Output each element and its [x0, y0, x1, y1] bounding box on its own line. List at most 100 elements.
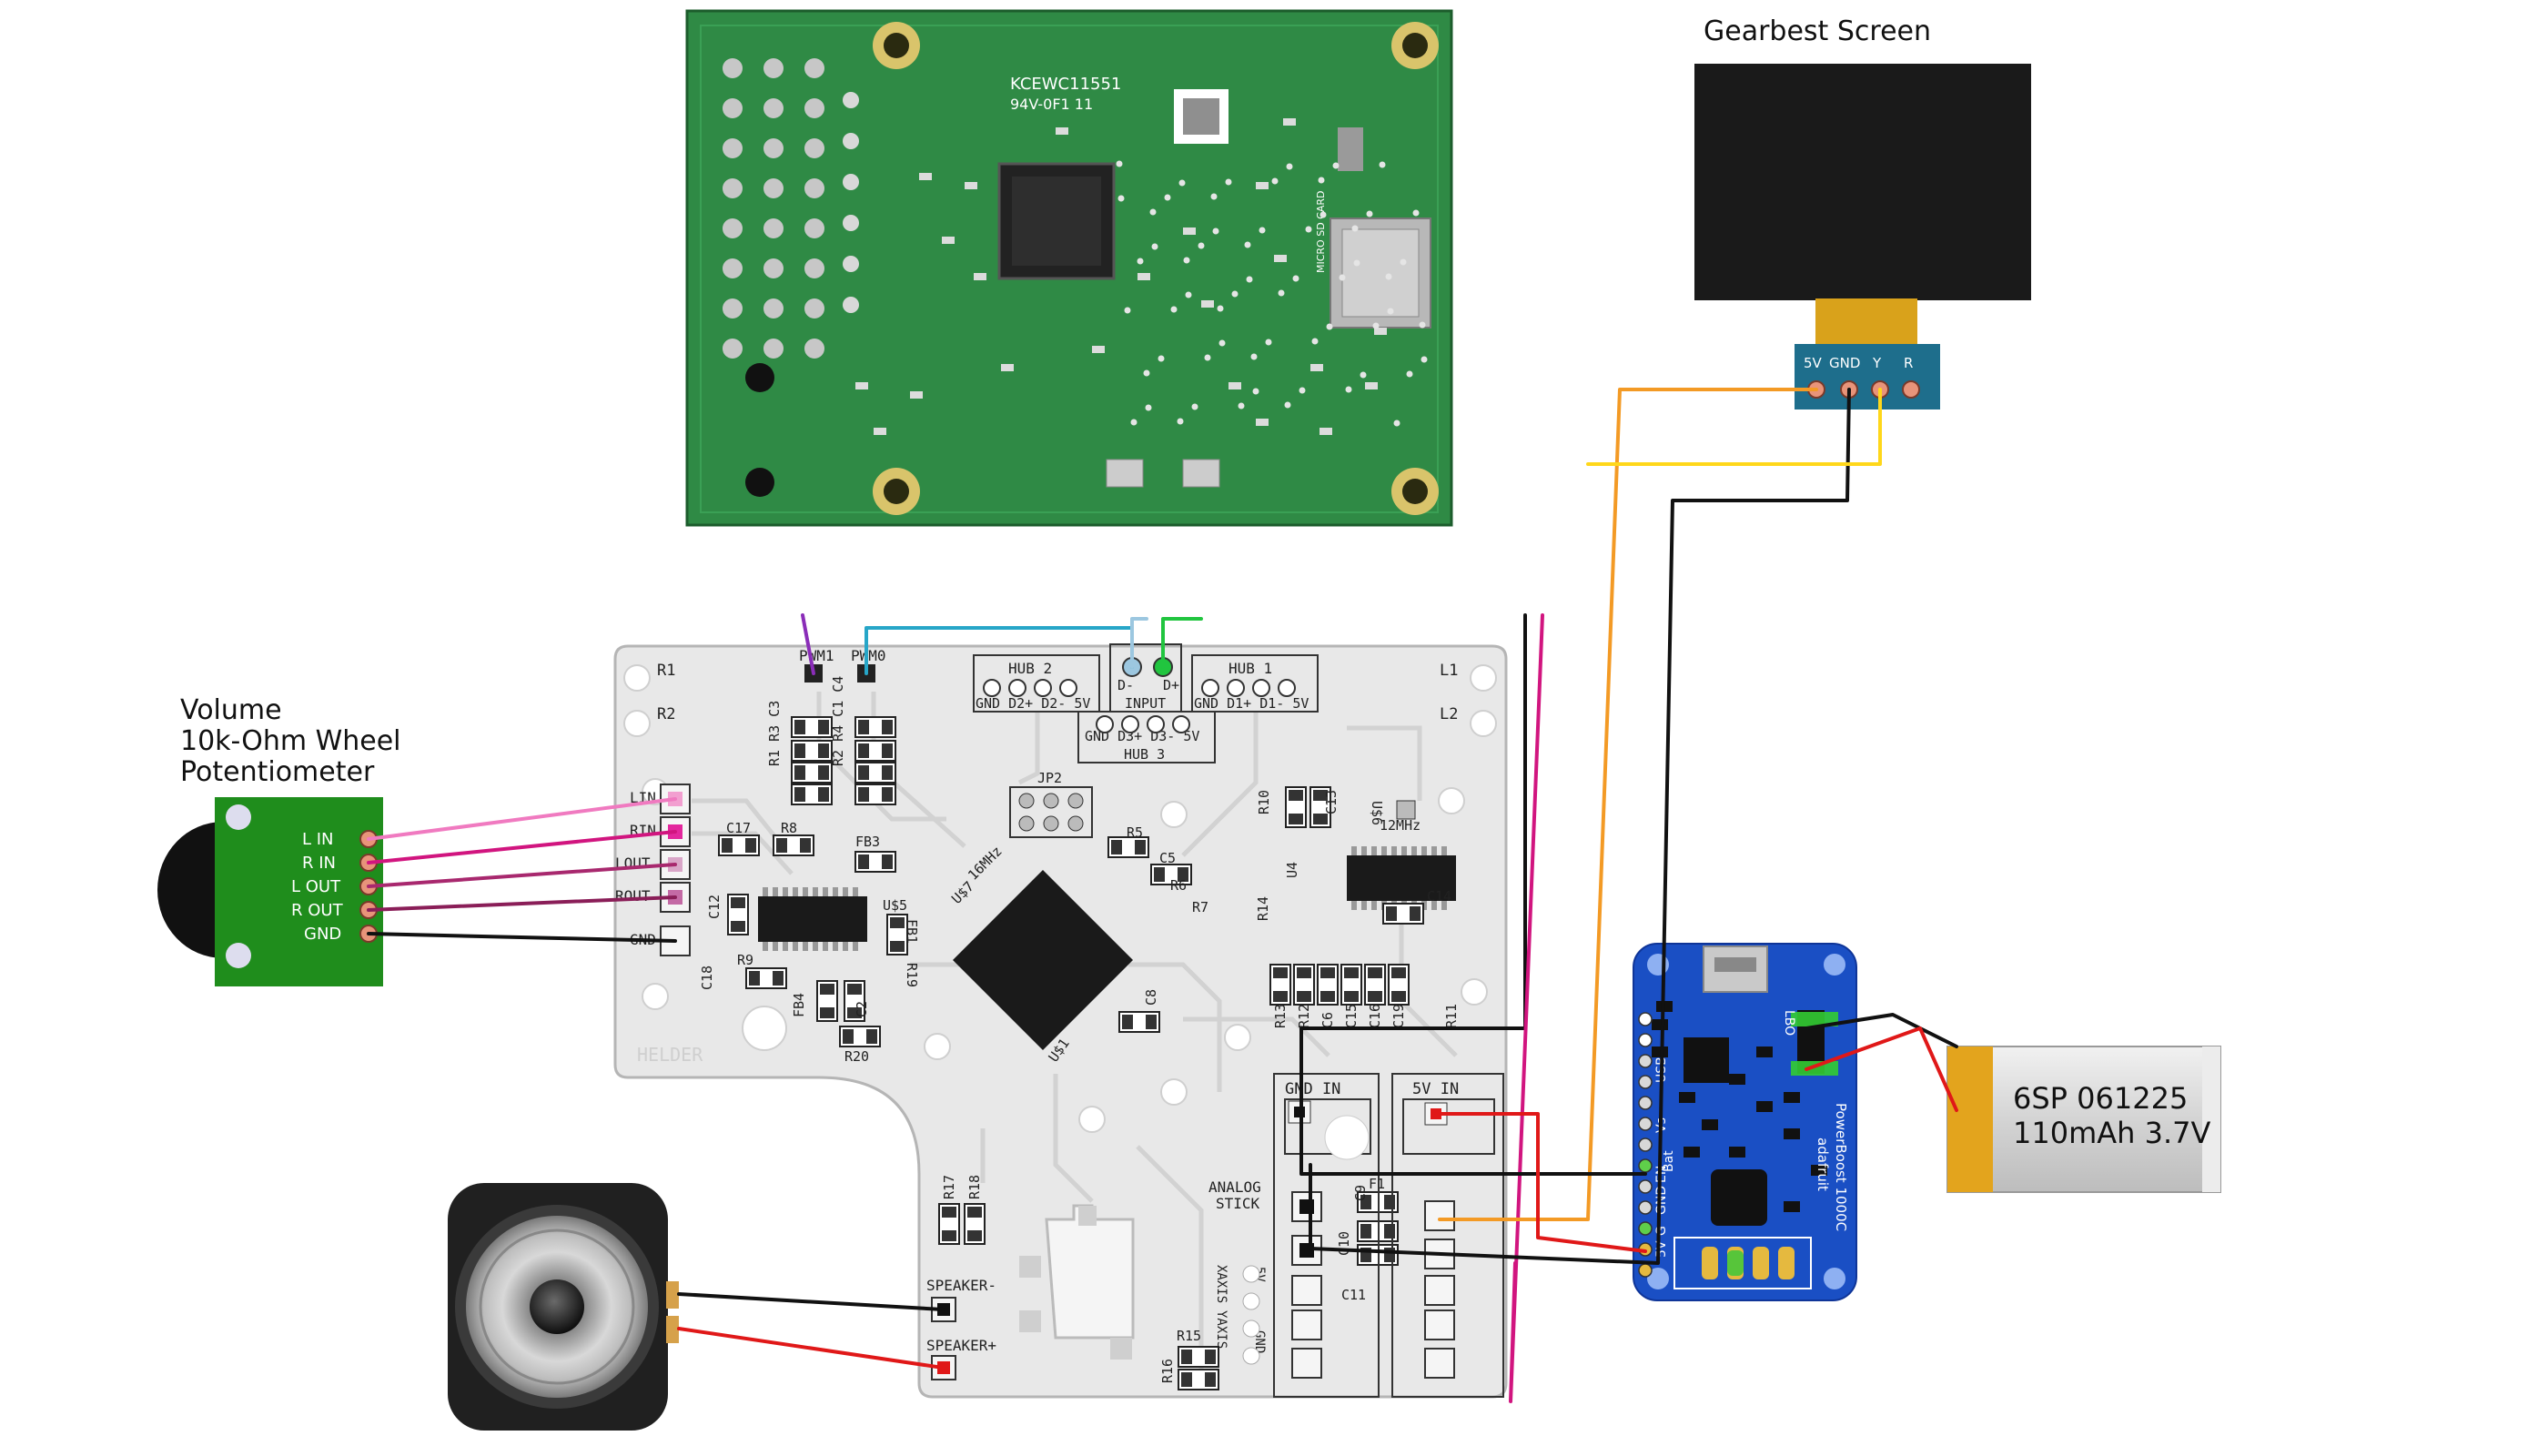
smd-pad	[1273, 991, 1288, 1002]
wire-pot-gnd	[367, 932, 677, 943]
smd-pad	[1122, 1015, 1133, 1029]
part-label: R17	[941, 1175, 957, 1199]
chip-u1	[953, 870, 1133, 1050]
smd-pad	[820, 984, 834, 995]
smd-pad	[773, 971, 784, 986]
smd-pad	[1360, 1224, 1371, 1239]
chip-u4	[1347, 855, 1456, 901]
pin-r2: R2	[657, 705, 675, 723]
pb-pin-g: G	[1654, 1226, 1669, 1236]
crystal-12mhz	[1396, 800, 1416, 820]
gpio-pad	[723, 178, 743, 198]
pin-l1: L1	[1440, 662, 1458, 680]
pb-pin	[1638, 1096, 1653, 1110]
wire-pwm1	[801, 613, 815, 675]
pi-via	[1130, 419, 1138, 426]
chip-leg	[1351, 901, 1357, 910]
hub-pads	[983, 657, 1296, 733]
smd-pad	[1154, 867, 1165, 882]
wire-dplus	[1161, 617, 1203, 669]
pb-pin	[1638, 1138, 1653, 1152]
wire-magenta-right	[1509, 613, 1544, 1403]
pb-pin	[1638, 1012, 1653, 1026]
pb-component	[1702, 1119, 1718, 1130]
chip-leg	[853, 887, 858, 896]
pi-via	[1271, 177, 1279, 185]
battery-label-2: 110mAh 3.7V	[2013, 1116, 2210, 1150]
pb-component	[1784, 1128, 1800, 1139]
pi-via	[1250, 353, 1258, 360]
smd-pad	[1313, 790, 1328, 801]
hub3-pad	[1096, 715, 1114, 733]
mount-hole	[623, 664, 651, 692]
pi-via	[1137, 258, 1144, 265]
part-label: C11	[1341, 1287, 1366, 1303]
pcb-trace	[692, 831, 794, 875]
smd-part	[1285, 786, 1307, 828]
smd-pad	[882, 787, 893, 802]
pwm0-label: PWM0	[851, 647, 886, 664]
chip-leg	[843, 942, 848, 951]
speaker-icon	[448, 1183, 679, 1431]
smd-pad	[942, 1207, 956, 1218]
part-label: C14	[1427, 888, 1451, 905]
pi-component	[1056, 127, 1068, 135]
smd-pad	[794, 765, 805, 780]
pi-component	[942, 237, 955, 244]
pi-via	[1116, 160, 1123, 167]
chip-leg	[823, 887, 828, 896]
smd-pad	[794, 787, 805, 802]
smd-pad	[942, 1230, 956, 1241]
part-label: R8	[781, 820, 797, 836]
gpio-pad	[723, 298, 743, 318]
wire-lout	[367, 863, 677, 888]
mount-hole	[1470, 710, 1497, 737]
pb-pin-en: EN	[1654, 1166, 1669, 1183]
axis-gnd: GND	[1252, 1330, 1267, 1353]
pi-via	[1218, 339, 1226, 347]
smd-pad	[749, 971, 760, 986]
smd-pad	[843, 1029, 854, 1044]
pb-pin	[1638, 1054, 1653, 1068]
part-label: U$5	[883, 897, 907, 914]
smd-part	[854, 762, 896, 784]
smd-pad	[722, 838, 733, 853]
pi-via	[1379, 161, 1386, 168]
mount-hole	[1160, 1078, 1188, 1106]
pb-component	[1729, 1147, 1745, 1158]
mount-hole	[924, 1033, 951, 1060]
wire-screen-gnd	[1309, 388, 1851, 1265]
pi-via	[1318, 177, 1325, 184]
pb-component	[1756, 1101, 1773, 1112]
pi-via	[1259, 227, 1266, 234]
part-label: R10	[1256, 790, 1272, 814]
mount-hole	[742, 1006, 787, 1051]
chip-leg	[1361, 846, 1367, 855]
pot-title-2: 10k-Ohm Wheel	[180, 725, 401, 757]
gpio-pad	[763, 298, 784, 318]
pi-via	[1305, 226, 1312, 233]
smd-pad	[1297, 991, 1311, 1002]
pin-l2: L2	[1440, 705, 1458, 723]
pi-via	[1320, 211, 1327, 218]
hub1-header: HUB 1 GND D1+ D1- 5V	[1191, 654, 1319, 713]
pi-via	[1252, 388, 1259, 395]
part-label: R14	[1255, 896, 1271, 921]
jp2-jumper	[1009, 786, 1093, 838]
wire-rin	[367, 830, 677, 864]
gpio-pad	[843, 92, 859, 108]
smd-part	[1178, 1346, 1219, 1368]
hub3-pad	[1147, 715, 1165, 733]
smd-pad	[1360, 1195, 1371, 1209]
part-label: R6	[1170, 877, 1187, 894]
pb-name: PowerBoost 1000C	[1833, 1103, 1849, 1231]
chip-leg	[763, 942, 768, 951]
gpio-pad	[723, 258, 743, 278]
speaker-pads: SPEAKER- SPEAKER+	[926, 1277, 996, 1380]
smd-part	[1118, 1011, 1160, 1033]
smd-pad	[731, 921, 745, 932]
screen-title: Gearbest Screen	[1704, 15, 1931, 47]
pi-via	[1191, 403, 1198, 410]
chip-leg	[1431, 901, 1437, 910]
pi-via	[1278, 289, 1285, 297]
